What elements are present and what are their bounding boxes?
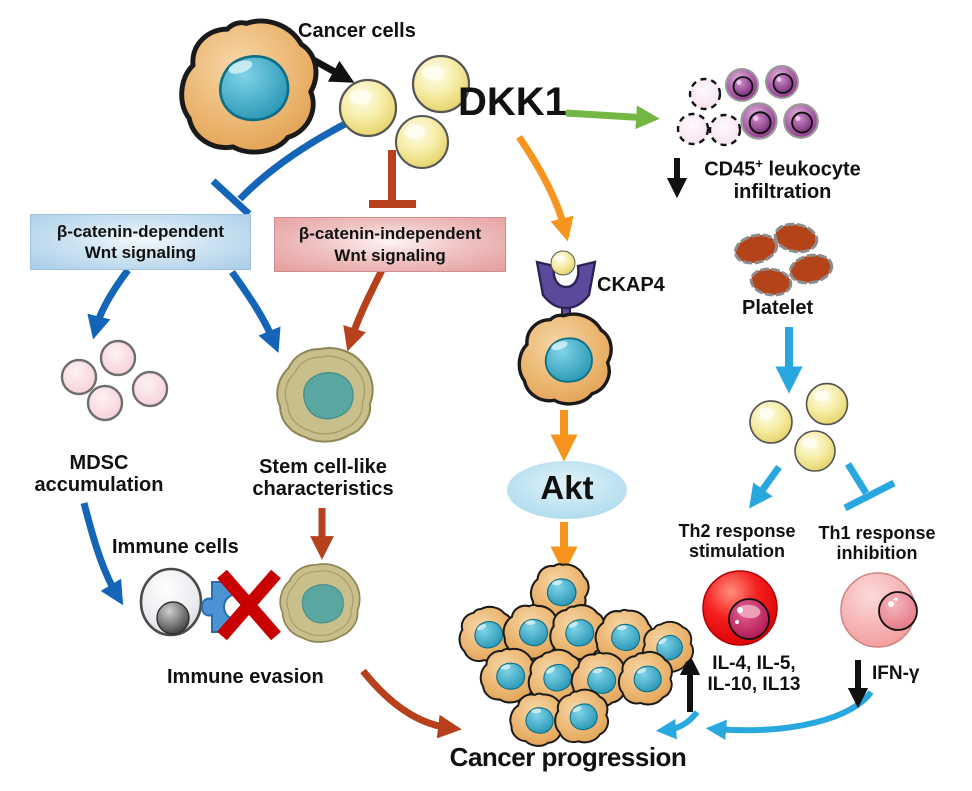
receptor-cancer-cell <box>517 312 613 406</box>
th2-line2: stimulation <box>688 541 785 562</box>
cancer-progression-label: Cancer progression <box>449 742 687 772</box>
mdsc-accumulation-label: MDSC accumulation <box>18 452 180 497</box>
arrow-wntindep-to-stemcell <box>343 268 386 352</box>
wnt-dependent-line1: β-catenin-dependent <box>56 221 225 241</box>
immune-cell-illustration <box>139 567 203 637</box>
wnt-independent-line2: Wnt signaling <box>334 245 446 265</box>
red-x-icon <box>217 569 281 641</box>
stem-cell-label: Stem cell-like characteristics <box>238 456 408 501</box>
platelet-vesicles <box>749 382 849 472</box>
th2-line1: Th2 response <box>678 521 796 541</box>
th1-response-label: Th1 response inhibition <box>806 523 948 563</box>
connector-arrows <box>80 53 896 740</box>
arrow-dkk1-to-leukocytes <box>565 105 660 130</box>
cd45-text: CD45 <box>704 158 756 181</box>
interleukins-label: IL-4, IL-5, IL-10, IL13 <box>700 653 808 696</box>
immune-cells-label: Immune cells <box>112 536 239 558</box>
th2-response-label: Th2 response stimulation <box>666 521 808 561</box>
arrow-dkk1-to-ckap4 <box>516 135 574 242</box>
th1-cell-illustration <box>840 572 918 648</box>
dkk1-vesicles <box>338 54 471 170</box>
leukocyte-text: leukocyte <box>762 158 861 181</box>
th1-line2: inhibition <box>836 543 918 564</box>
stem-line1: Stem cell-like <box>259 456 387 478</box>
mdsc-line2: accumulation <box>34 474 164 497</box>
wnt-dependent-box: β-catenin-dependent Wnt signaling <box>30 214 251 270</box>
platelet-label: Platelet <box>742 297 814 319</box>
il-line2: IL-10, IL13 <box>707 674 801 696</box>
arrow-il-to-progression <box>655 710 700 740</box>
inhibit-vesicles-to-th1-cap <box>843 479 896 512</box>
akt-label: Akt <box>540 469 594 506</box>
arrow-mdsc-to-immunecells <box>80 502 124 606</box>
arrow-wntdep-to-mdsc <box>87 267 131 340</box>
ckap4-label: CKAP4 <box>597 274 665 296</box>
inhibit-dkk1-to-wntdependent-line <box>237 120 347 202</box>
cd45-leukocyte-label: CD45+ leukocyte infiltration <box>690 156 875 204</box>
stem-cell-illustration <box>276 346 374 443</box>
inhibit-vesicles-to-th1-line <box>845 462 869 495</box>
wnt-independent-box: β-catenin-independent Wnt signaling <box>274 217 506 272</box>
stem-line2: characteristics <box>252 478 394 501</box>
immune-evasion-label: Immune evasion <box>167 666 324 688</box>
arrow-vesicles-to-th2 <box>749 464 782 509</box>
dkk1-label: DKK1 <box>458 80 567 124</box>
platelet-cluster <box>730 219 836 299</box>
dkk1-ligand-vesicle <box>550 250 576 276</box>
inhibit-dkk1-to-wntdependent-cap <box>210 178 252 217</box>
infiltration-text: infiltration <box>733 181 832 204</box>
evading-cancer-cell <box>279 563 361 643</box>
arrow-wntdep-to-stemcell <box>229 269 281 354</box>
il-line1: IL-4, IL-5, <box>712 653 796 674</box>
arrow-ifn-to-progression <box>705 690 874 740</box>
ifn-gamma-label: IFN-γ <box>872 663 920 684</box>
cancer-cell-illustration <box>182 21 316 152</box>
wnt-independent-line1: β-catenin-independent <box>298 224 482 244</box>
wnt-dependent-line2: Wnt signaling <box>84 243 197 262</box>
leukocyte-cluster <box>676 65 819 147</box>
mdsc-line1: MDSC <box>69 452 129 474</box>
cd45-superscript: + <box>755 156 763 171</box>
th1-line1: Th1 response <box>818 523 936 543</box>
cancer-cells-label: Cancer cells <box>298 20 416 42</box>
cancer-cell-cluster <box>453 559 700 753</box>
arrow-evasion-to-cluster <box>360 668 462 739</box>
mdsc-cluster <box>60 339 169 422</box>
akt-ellipse <box>507 461 627 519</box>
th2-cell-illustration <box>702 570 778 646</box>
